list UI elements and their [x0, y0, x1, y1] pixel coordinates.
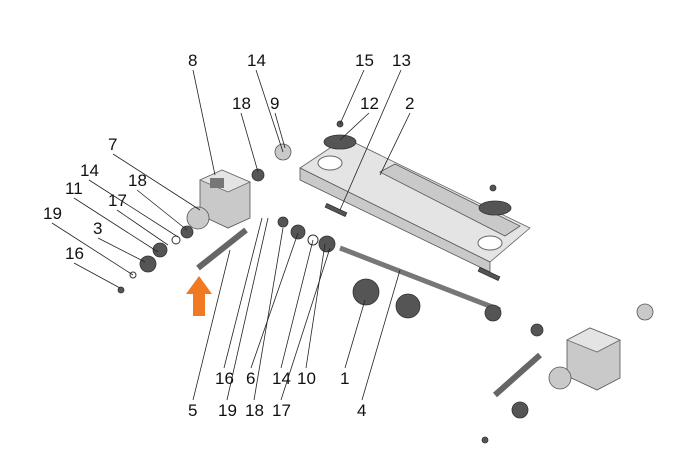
washer	[129, 271, 137, 279]
part-label: 18	[245, 401, 264, 420]
sprocket-hub	[511, 401, 529, 419]
seal	[171, 235, 181, 245]
part-label: 10	[297, 369, 316, 388]
part-label: 14	[247, 51, 266, 70]
part-label: 3	[93, 219, 102, 238]
leader-line	[361, 269, 401, 401]
seal	[307, 234, 319, 246]
input-shaft	[196, 227, 248, 271]
part-label: 17	[108, 191, 127, 210]
bearing	[484, 304, 502, 322]
leader-line	[97, 237, 146, 263]
leader-line	[305, 243, 326, 369]
flange	[152, 242, 168, 258]
leader-line	[379, 112, 411, 176]
part-label: 9	[270, 94, 279, 113]
part-label: 7	[108, 135, 117, 154]
part-label: 16	[215, 369, 234, 388]
main-shaft	[339, 245, 501, 313]
bearing	[251, 168, 265, 182]
leader-line	[240, 112, 259, 173]
part-label: 18	[128, 171, 147, 190]
key	[477, 267, 501, 281]
part-label: 4	[357, 401, 366, 420]
leader-line	[339, 69, 365, 125]
cover-disc	[478, 200, 512, 216]
leader-line	[344, 299, 366, 369]
leader-line	[339, 112, 370, 141]
part-label: 2	[405, 94, 414, 113]
part-label: 13	[392, 51, 411, 70]
direction-arrow	[186, 276, 212, 316]
part-label: 12	[360, 94, 379, 113]
leader-line	[116, 209, 169, 246]
leader-line	[280, 247, 331, 401]
part-label: 1	[340, 369, 349, 388]
leader-line	[280, 239, 314, 369]
bearing	[180, 225, 194, 239]
part-label: 11	[65, 179, 83, 198]
leader-line	[339, 69, 402, 211]
leader-line	[73, 197, 159, 253]
sprocket-hub	[139, 255, 157, 273]
leader-line	[73, 262, 121, 289]
bearing	[290, 224, 306, 240]
nut	[481, 436, 489, 444]
input-shaft	[493, 352, 542, 398]
leader-line	[255, 69, 284, 153]
part-label: 14	[80, 161, 99, 180]
bevel-gear	[186, 206, 210, 230]
leader-line	[226, 217, 269, 401]
leader-line	[192, 69, 216, 176]
leader-line	[136, 189, 188, 231]
leader-line	[250, 232, 299, 369]
part-label: 17	[272, 401, 291, 420]
sprocket	[395, 293, 421, 319]
part-label: 19	[43, 204, 62, 223]
gearbox-left	[199, 169, 251, 229]
part-label: 15	[355, 51, 374, 70]
bearing	[530, 323, 544, 337]
leader-line	[253, 227, 284, 401]
bearing	[318, 235, 336, 253]
leader-line	[274, 112, 286, 149]
leader-line	[223, 217, 263, 369]
bearing-cap	[636, 303, 654, 321]
key	[324, 203, 348, 217]
leader-line	[112, 153, 201, 211]
nut	[117, 286, 125, 294]
sprocket	[352, 278, 380, 306]
part-label: 18	[232, 94, 251, 113]
cover-disc	[323, 134, 357, 150]
part-label: 19	[218, 401, 237, 420]
part-label: 16	[65, 244, 84, 263]
part-label: 5	[188, 401, 197, 420]
bearing	[277, 216, 289, 228]
leader-line	[51, 222, 134, 276]
bevel-gear	[548, 366, 572, 390]
leader-line	[88, 179, 179, 238]
part-label: 6	[246, 369, 255, 388]
bolt	[489, 184, 497, 192]
gearbox-right	[566, 327, 621, 391]
leader-line	[192, 249, 231, 401]
part-label: 8	[188, 51, 197, 70]
